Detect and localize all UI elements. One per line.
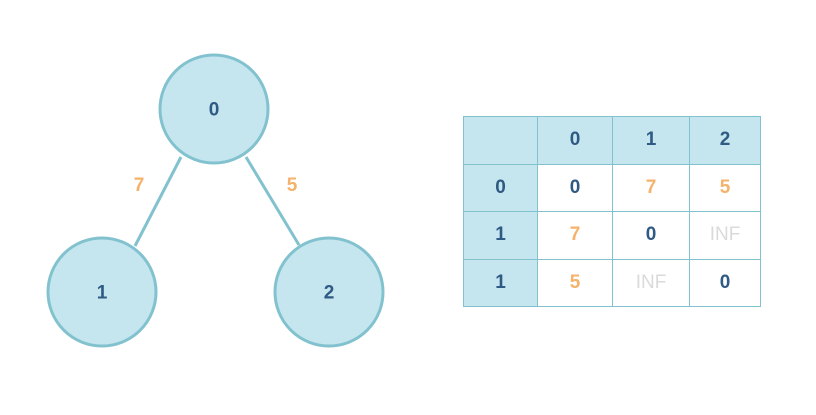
matrix-cell-1-1: 0 bbox=[612, 211, 690, 260]
node-2-label: 2 bbox=[324, 283, 335, 304]
matrix-cell-2-1: INF bbox=[612, 258, 690, 307]
matrix-row-header-0: 0 bbox=[463, 163, 538, 212]
matrix-cell-1-0: 7 bbox=[537, 211, 613, 260]
node-2-circle bbox=[273, 236, 385, 348]
node-1: 1 bbox=[46, 236, 158, 348]
adjacency-matrix: 0 1 2 0 0 7 5 1 7 0 INF 1 5 INF 0 bbox=[463, 116, 761, 307]
matrix-cell-2-0: 5 bbox=[537, 258, 613, 307]
matrix-corner-cell bbox=[463, 116, 538, 165]
edge-0-2-weight: 5 bbox=[287, 175, 298, 196]
matrix-cell-0-2: 5 bbox=[689, 163, 761, 212]
node-1-circle bbox=[46, 236, 158, 348]
node-2: 2 bbox=[273, 236, 385, 348]
graph-diagram: 7 5 0 1 2 bbox=[46, 53, 385, 348]
matrix-row-2: 1 5 INF 0 bbox=[463, 258, 761, 307]
matrix-header-row: 0 1 2 bbox=[463, 116, 761, 165]
matrix-cell-2-2: 0 bbox=[689, 258, 761, 307]
edge-0-1 bbox=[133, 156, 183, 247]
matrix-col-header-1: 1 bbox=[612, 116, 690, 165]
matrix-cell-0-1: 7 bbox=[612, 163, 690, 212]
matrix-row-header-2: 1 bbox=[463, 258, 538, 307]
matrix-cell-0-0: 0 bbox=[537, 163, 613, 212]
matrix-cell-1-2: INF bbox=[689, 211, 761, 260]
edge-0-2 bbox=[244, 156, 301, 246]
matrix-col-header-0: 0 bbox=[537, 116, 613, 165]
node-1-label: 1 bbox=[97, 283, 108, 304]
edge-0-1-weight: 7 bbox=[134, 175, 145, 196]
matrix-row-0: 0 0 7 5 bbox=[463, 163, 761, 212]
matrix-row-header-1: 1 bbox=[463, 211, 538, 260]
matrix-col-header-2: 2 bbox=[689, 116, 761, 165]
node-0-circle bbox=[158, 53, 270, 165]
node-0-label: 0 bbox=[209, 100, 220, 121]
matrix-row-1: 1 7 0 INF bbox=[463, 211, 761, 260]
node-0: 0 bbox=[158, 53, 270, 165]
